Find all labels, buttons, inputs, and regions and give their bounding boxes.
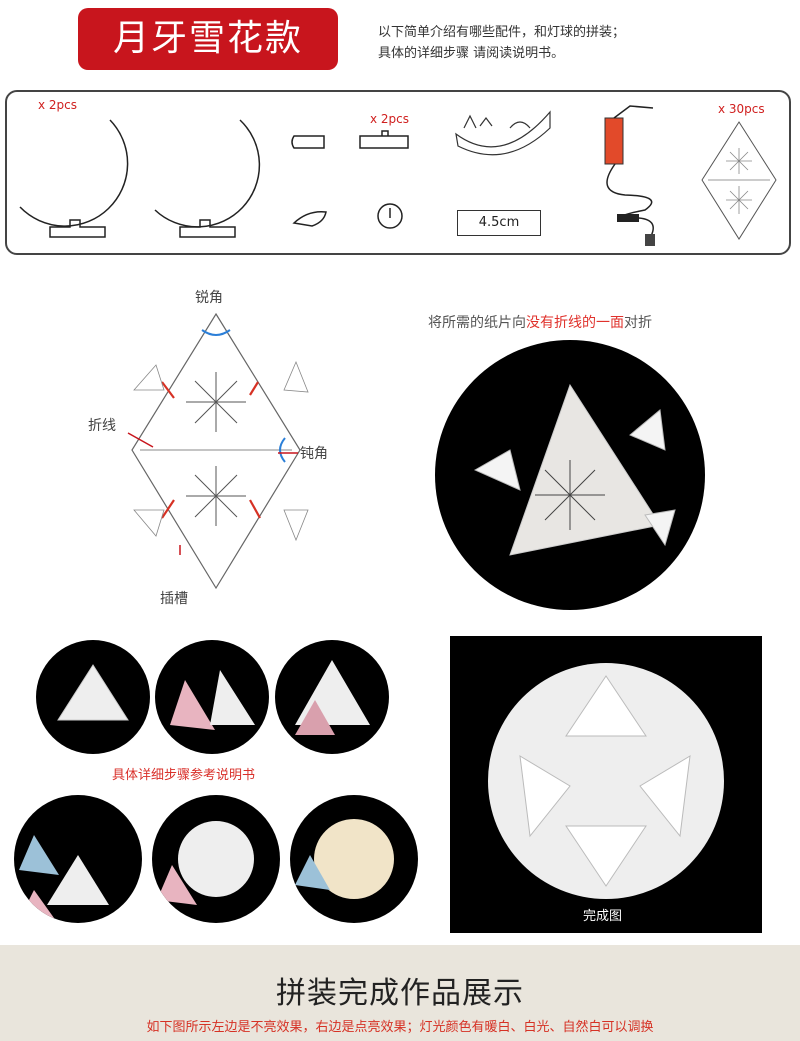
bottom-band [0, 945, 800, 1041]
step-photo-3 [275, 640, 389, 754]
step-photo-6 [290, 795, 418, 923]
piece-diagram [131, 312, 309, 590]
fold-note-post: 对折 [624, 315, 652, 331]
fold-note: 将所需的纸片向没有折线的一面对折 [428, 312, 652, 332]
fold-note-highlight: 没有折线的一面 [526, 315, 624, 331]
clip-parts-illustration [291, 130, 409, 229]
intro-text: 以下简单介绍有哪些配件，和灯球的拼装； 具体的详细步骤 请阅读说明书。 [378, 22, 788, 64]
finished-caption: 完成图 [583, 909, 623, 924]
diagram-arrows [127, 432, 298, 555]
intro-line-2: 具体的详细步骤 请阅读说明书。 [378, 46, 565, 61]
label-acute: 锐角 [195, 290, 223, 306]
label-fold: 折线 [88, 418, 116, 434]
piece-qty: x 30pcs [718, 102, 765, 116]
intro-line-1: 以下简单介绍有哪些配件，和灯球的拼装； [378, 25, 626, 40]
step-photo-1 [36, 640, 150, 754]
title-badge: 月牙雪花款 [78, 8, 338, 70]
step-photo-2 [155, 640, 269, 754]
showcase-subtitle: 如下图所示左边是不亮效果，右边是点亮效果；灯光颜色有暖白、白光、自然白可以调换 [146, 1020, 654, 1035]
label-slot: 插槽 [160, 591, 188, 607]
led-cable-illustration [604, 105, 655, 246]
folded-piece-photo [435, 340, 705, 610]
moon-qty: x 2pcs [38, 98, 78, 112]
fold-note-pre: 将所需的纸片向 [428, 315, 526, 331]
clip-qty: x 2pcs [370, 112, 410, 126]
showcase-title: 拼装完成作品展示 [276, 976, 524, 1011]
label-obtuse: 钝角 [300, 446, 328, 462]
paper-piece-thumbnail [701, 121, 777, 240]
crescent-stands-illustration [19, 119, 261, 238]
steps-note: 具体详细步骤参考说明书 [112, 768, 256, 783]
size-label: 4.5cm [457, 210, 541, 236]
parts-box [5, 90, 791, 255]
sleigh-base-illustration [455, 110, 551, 156]
finished-photo [450, 636, 762, 933]
step-photo-4 [14, 795, 142, 923]
step-photo-5 [152, 795, 280, 923]
